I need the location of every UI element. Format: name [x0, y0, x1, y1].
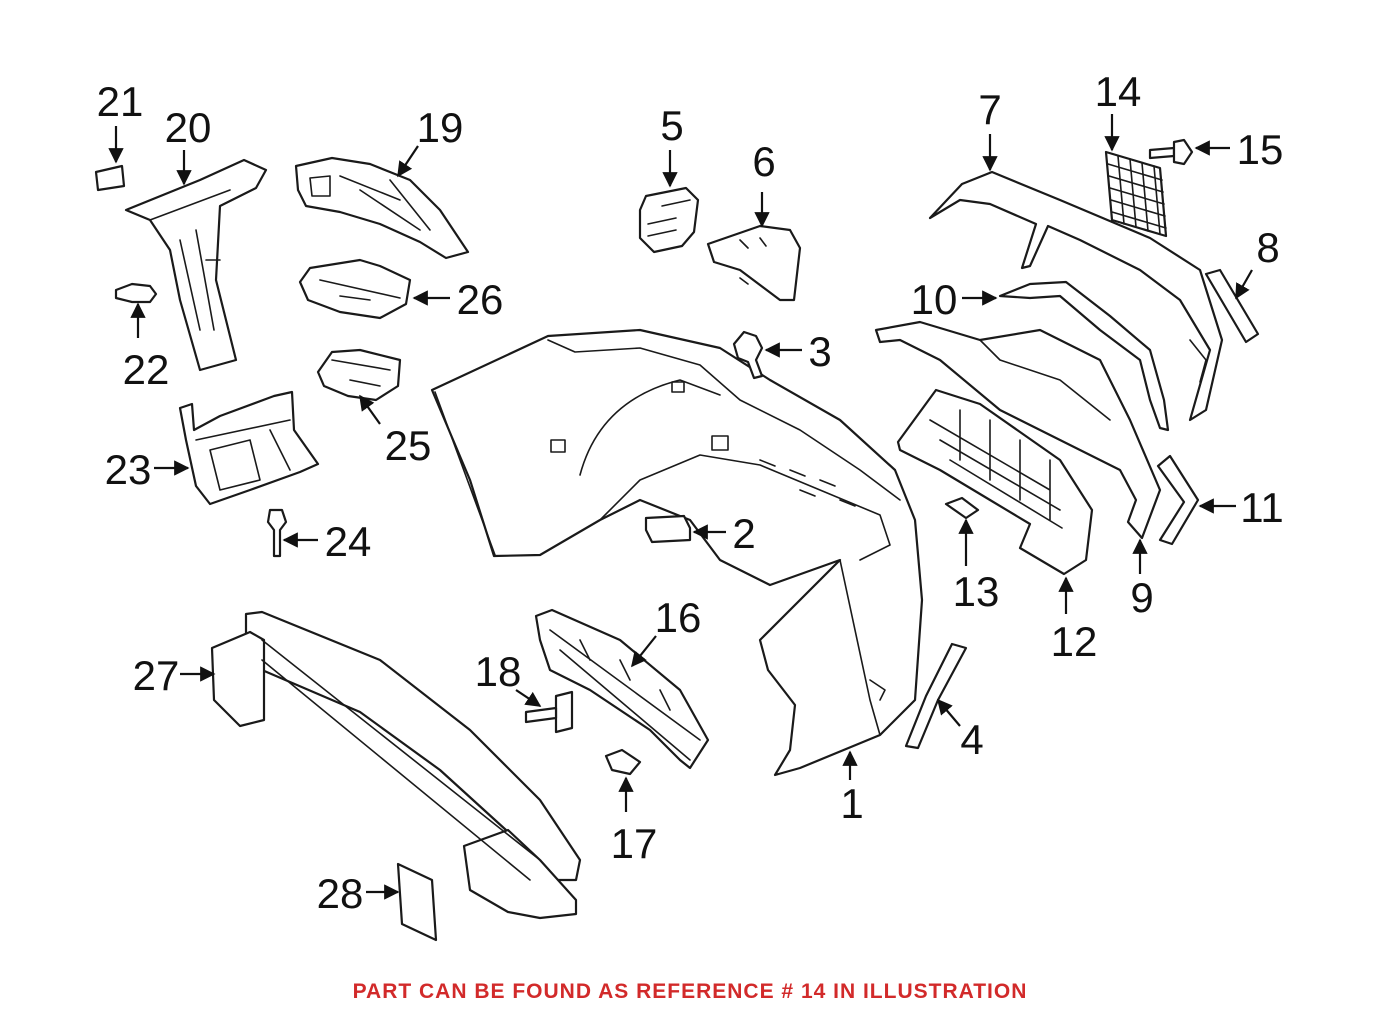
- callout-9: 9: [1130, 574, 1153, 621]
- part-23-bracket: [178, 390, 320, 506]
- callout-7: 7: [978, 86, 1001, 133]
- callout-15: 15: [1237, 126, 1284, 173]
- leader-lines: [108, 114, 1253, 900]
- part-21-cap: [94, 164, 126, 192]
- part-13-tab: [944, 496, 980, 520]
- callout-28: 28: [317, 870, 364, 917]
- part-28-plate: [396, 862, 438, 942]
- callout-8: 8: [1256, 224, 1279, 271]
- part-26-bracket: [298, 258, 412, 320]
- callout-19: 19: [417, 104, 464, 151]
- part-5-sensor-housing: [638, 186, 700, 254]
- callout-20: 20: [165, 104, 212, 151]
- callout-14: 14: [1095, 68, 1142, 115]
- callout-5: 5: [660, 102, 683, 149]
- part-6-bracket-panel: [706, 224, 802, 302]
- callout-21: 21: [97, 78, 144, 125]
- part-20-side-bracket: [124, 158, 268, 372]
- part-27-reinforcement-beam: [210, 610, 582, 920]
- callout-27: 27: [133, 652, 180, 699]
- callout-labels: 1 2 3 4 5 6 7 8 9 10 11 12 13 14 15 16 1…: [97, 68, 1284, 917]
- part-3-bracket: [732, 330, 764, 380]
- callout-4: 4: [960, 716, 983, 763]
- callout-25: 25: [385, 422, 432, 469]
- callout-6: 6: [752, 138, 775, 185]
- part-1-bumper-cover: [430, 328, 924, 777]
- part-4-trim-strip: [904, 642, 968, 750]
- reference-notice: PART CAN BE FOUND AS REFERENCE # 14 IN I…: [352, 980, 1028, 1003]
- callout-22: 22: [123, 346, 170, 393]
- callout-2: 2: [732, 510, 755, 557]
- part-16-grille-bracket: [534, 608, 710, 770]
- part-14-grille: [1104, 150, 1168, 238]
- part-7-upper-trim: [928, 170, 1224, 422]
- part-8-reflector: [1204, 268, 1260, 344]
- part-12-absorber: [896, 388, 1094, 576]
- callout-11: 11: [1240, 484, 1284, 531]
- callout-3: 3: [808, 328, 831, 375]
- part-25-duct: [316, 348, 402, 402]
- part-15-bolt: [1148, 138, 1194, 166]
- part-9-diffuser: [874, 320, 1162, 540]
- callout-17: 17: [611, 820, 658, 867]
- part-11-reflector: [1156, 454, 1200, 546]
- callout-16: 16: [655, 594, 702, 641]
- callout-12: 12: [1051, 618, 1098, 665]
- part-24-pin: [266, 508, 288, 558]
- part-18-pin: [524, 690, 574, 734]
- callout-1: 1: [840, 780, 863, 827]
- callout-23: 23: [105, 446, 152, 493]
- part-19-bracket: [294, 156, 470, 260]
- callout-24: 24: [325, 518, 372, 565]
- part-22-push-clip: [114, 282, 158, 304]
- callout-13: 13: [953, 568, 1000, 615]
- callout-26: 26: [457, 276, 504, 323]
- callout-10: 10: [911, 276, 958, 323]
- callout-18: 18: [475, 648, 522, 695]
- part-17-clip: [604, 748, 642, 776]
- part-10-molding: [998, 280, 1170, 432]
- part-2-clip: [644, 514, 692, 544]
